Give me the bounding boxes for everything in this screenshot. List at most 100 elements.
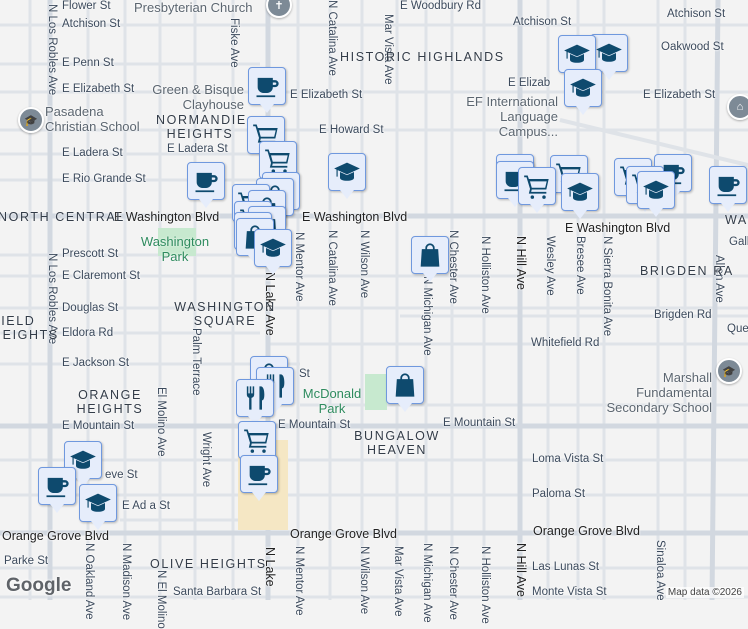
grocery-marker[interactable] (238, 421, 276, 467)
school-marker[interactable] (561, 173, 599, 219)
neighborhood-label: WASHINGTON SQUARE (174, 300, 276, 328)
coffee-icon (714, 171, 742, 199)
street-label: Atchison St (667, 8, 726, 20)
coffee-icon (192, 167, 220, 195)
street-label: Santa Barbara St (173, 586, 262, 598)
street-label: N Wilson Ave (358, 546, 370, 615)
graduation-cap-icon (566, 178, 594, 206)
cart-icon (243, 426, 271, 454)
street-label: Bresee Ave (574, 236, 586, 295)
street-label: E Ladera St (167, 143, 228, 155)
map-attribution[interactable]: Map data ©2026 (665, 587, 744, 598)
coffee-icon (245, 460, 273, 488)
street-label: Loma Vista St (532, 453, 604, 465)
neighborhood-label: ORANGE HEIGHTS (76, 388, 144, 416)
coffee-shop-marker[interactable] (248, 67, 286, 113)
street-label: N Madison Ave (120, 543, 132, 621)
museum-pin-icon[interactable]: ⌂ (727, 94, 748, 120)
neighborhood-label: BRIGDEN RA (640, 264, 734, 278)
neighborhood-label: NORMANDIE HEIGHTS (156, 113, 247, 141)
street-label: Eldora Rd (62, 327, 114, 339)
graduation-cap-icon (563, 40, 591, 68)
street-label: E Claremont St (62, 270, 140, 282)
neighborhood-label: FIELD HEIGHTS (0, 314, 59, 342)
park-label[interactable]: Washington Park (140, 234, 210, 264)
street-label: N Sierra Bonita Ave (601, 236, 613, 337)
coffee-shop-marker[interactable] (187, 162, 225, 208)
street-label: Paloma St (532, 488, 586, 500)
fork-knife-icon (241, 384, 269, 412)
street-label: Orange Grove Blvd (2, 529, 109, 543)
street-label: E Washington Blvd (114, 210, 220, 224)
shopping-marker[interactable] (411, 236, 449, 282)
poi-label[interactable]: Green & Bisque Clayhouse (152, 82, 244, 112)
graduation-cap-icon (595, 39, 623, 67)
grocery-marker[interactable] (518, 167, 556, 213)
street-label: N El Molino (155, 570, 167, 629)
street-label: E Washington Blvd (302, 210, 408, 224)
coffee-shop-marker[interactable] (38, 467, 76, 513)
street-label: E Woodbury Rd (400, 0, 481, 12)
street-label: N Oakland Ave (83, 543, 95, 620)
coffee-icon (253, 72, 281, 100)
school-marker[interactable] (564, 69, 602, 115)
street-label: N Catalina Ave (326, 230, 338, 306)
school-marker[interactable] (328, 153, 366, 199)
poi-label[interactable]: Pasadena Christian School (45, 104, 140, 134)
street-label: E Elizabeth St (643, 89, 716, 101)
street-label: Prescott St (62, 248, 119, 260)
school-marker[interactable] (254, 229, 292, 275)
school-marker[interactable] (558, 35, 596, 81)
neighborhood-label: NORTH CENTRAL (0, 210, 125, 224)
school-marker[interactable] (590, 34, 628, 80)
cart-icon (523, 172, 551, 200)
street-label: Allen Ave (713, 255, 725, 303)
street-label: Atchison St (62, 18, 121, 30)
street-label: N Hill Ave (514, 236, 528, 290)
coffee-shop-marker[interactable] (240, 455, 278, 501)
school-marker[interactable] (637, 171, 675, 217)
poi-label[interactable]: Presbyterian Church (134, 0, 253, 15)
street-label: N Wilson Ave (358, 230, 370, 299)
street-label: eve St (105, 469, 138, 481)
street-label: Whitefield Rd (531, 337, 600, 349)
poi-label[interactable]: EF International Language Campus... (466, 94, 558, 139)
graduation-cap-icon (569, 74, 597, 102)
street-label: E Penn St (62, 57, 114, 69)
school-pin-icon[interactable]: 🎓 (18, 107, 44, 133)
school-marker[interactable] (79, 484, 117, 530)
street-label: Brigden Rd (654, 309, 712, 321)
street-label: Orange Grove Blvd (290, 527, 397, 541)
street-label: N Michigan Ave (421, 276, 433, 356)
graduation-cap-icon (84, 489, 112, 517)
mcdonald-park-area (365, 374, 387, 410)
street-label: Orange Grove Blvd (533, 524, 640, 538)
street-label: E Howard St (319, 124, 384, 136)
street-label: E Mountain St (278, 419, 351, 431)
church-pin-icon[interactable]: ✝ (266, 0, 292, 18)
street-label: N Hill Ave (514, 543, 528, 597)
shopping-marker[interactable] (386, 366, 424, 412)
street-label: E Jackson St (62, 357, 130, 369)
coffee-shop-marker[interactable] (709, 166, 747, 212)
restaurant-marker[interactable] (236, 379, 274, 425)
street-label: Wright Ave (200, 432, 212, 488)
street-label: N Los Robles Ave (46, 4, 58, 96)
street-label: Palm Terrace (190, 328, 202, 396)
street-label: E Mountain St (62, 420, 135, 432)
neighborhood-label: OLIVE HEIGHTS (150, 557, 267, 571)
street-label: El Molino Ave (155, 387, 167, 457)
graduation-cap-icon (642, 176, 670, 204)
street-label: N Mentor Ave (293, 232, 305, 302)
cart-icon (264, 146, 292, 174)
coffee-icon (43, 472, 71, 500)
school-pin-icon[interactable]: 🎓 (716, 358, 742, 384)
park-label[interactable]: McDonald Park (302, 386, 362, 416)
street-label: Douglas St (62, 302, 119, 314)
street-label: N Chester Ave (447, 546, 459, 620)
shopping-bag-icon (416, 241, 444, 269)
shopping-bag-icon (391, 371, 419, 399)
street-label: Mar Vista Ave (392, 546, 404, 617)
poi-label[interactable]: Marshall Fundamental Secondary School (606, 370, 712, 415)
street-label: E Washington Blvd (565, 221, 671, 235)
